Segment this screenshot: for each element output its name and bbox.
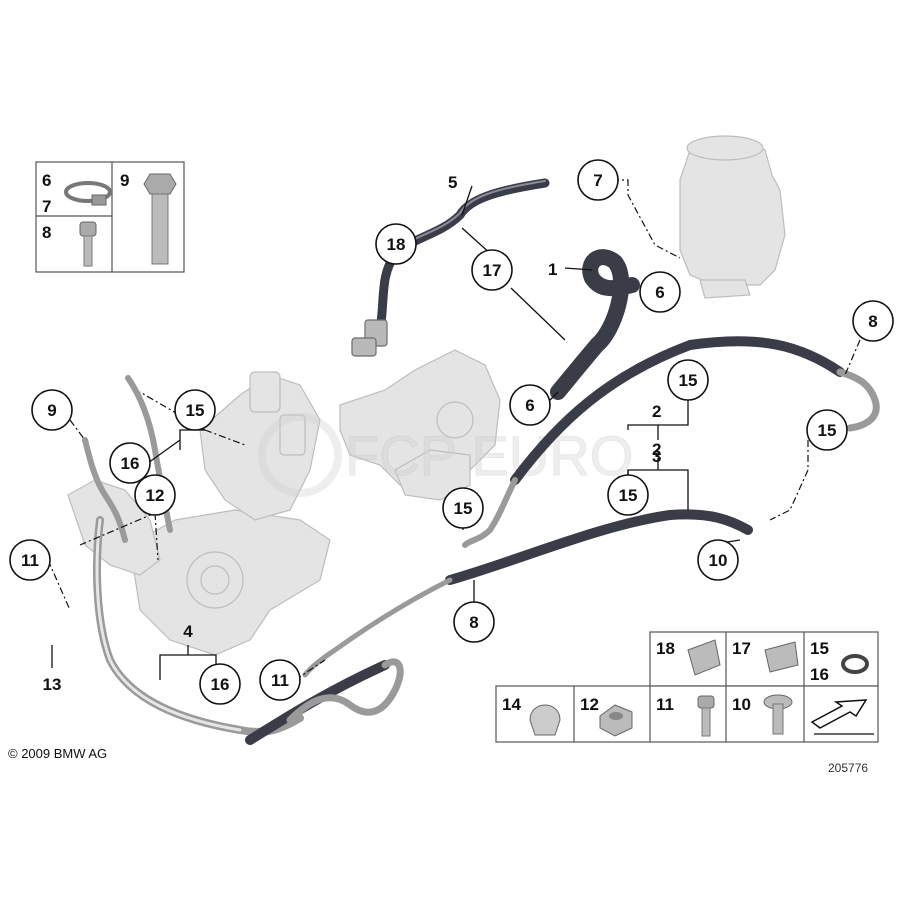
- nut-12-icon: [599, 704, 633, 737]
- callout-16b: 16: [199, 663, 241, 705]
- diagram-number: 205776: [828, 761, 868, 775]
- callout-17: 17: [471, 249, 513, 291]
- inset-fittings-bottom: 18 17 15 16 14 12 11 10: [495, 631, 879, 743]
- watermark: FCP EURO: [258, 413, 634, 497]
- direction-arrow-icon: [810, 699, 874, 735]
- power-steering-pump-illustration: [339, 349, 501, 501]
- hose-clamp-icon: [64, 181, 112, 206]
- hex-bolt-icon: [143, 173, 177, 265]
- callouts: 5 7 18 17 1 6 6 15 2 3 8 15 15 15 10 8: [9, 159, 894, 705]
- callout-6a: 6: [639, 271, 681, 313]
- svg-text:11: 11: [21, 551, 39, 570]
- callout-13: 13: [43, 675, 62, 694]
- callout-8a: 8: [852, 300, 894, 342]
- svg-text:17: 17: [483, 261, 502, 280]
- svg-text:15: 15: [818, 421, 837, 440]
- svg-text:16: 16: [121, 454, 140, 473]
- svg-text:18: 18: [387, 235, 406, 254]
- callout-12: 12: [134, 474, 176, 516]
- inset-label-10: 10: [732, 695, 751, 714]
- svg-text:2: 2: [652, 440, 661, 459]
- svg-text:7: 7: [593, 171, 602, 190]
- svg-text:9: 9: [47, 401, 56, 420]
- callout-10: 10: [697, 539, 739, 581]
- svg-text:10: 10: [709, 551, 728, 570]
- callout-1: 1: [548, 260, 557, 279]
- screw-11-icon: [697, 695, 715, 737]
- callout-15c: 15: [607, 474, 649, 516]
- callout-18: 18: [375, 223, 417, 265]
- svg-text:15: 15: [679, 371, 698, 390]
- inset-label-11: 11: [656, 695, 674, 714]
- inset-fasteners-topleft: 6 7 8 9: [35, 161, 185, 273]
- svg-text:1: 1: [548, 260, 557, 279]
- svg-text:13: 13: [43, 675, 62, 694]
- svg-text:6: 6: [525, 396, 534, 415]
- svg-text:8: 8: [469, 613, 478, 632]
- inset-label-14: 14: [502, 695, 521, 714]
- fluid-reservoir-illustration: [679, 135, 786, 299]
- screw-10-icon: [763, 694, 793, 735]
- clip-18-icon: [687, 639, 721, 676]
- callout-2-label: 2: [652, 402, 661, 421]
- callout-15a: 15: [667, 359, 709, 401]
- clip-14-icon: [529, 704, 561, 736]
- callout-11b: 11: [259, 659, 301, 701]
- inset-label-17: 17: [732, 639, 751, 658]
- callout-16a: 16: [109, 442, 151, 484]
- steering-rack-illustration: [67, 371, 331, 656]
- svg-text:4: 4: [183, 622, 193, 641]
- svg-text:12: 12: [146, 486, 165, 505]
- svg-text:15: 15: [619, 486, 638, 505]
- watermark-text: FCP EURO: [345, 424, 633, 487]
- inset-label-7: 7: [42, 197, 51, 216]
- svg-text:15: 15: [186, 401, 205, 420]
- callout-7: 7: [577, 159, 619, 201]
- cap-screw-icon: [79, 221, 97, 267]
- callout-15e: 15: [174, 389, 216, 431]
- svg-text:15: 15: [454, 499, 473, 518]
- callout-8b: 8: [453, 601, 495, 643]
- inset-label-18: 18: [656, 639, 675, 658]
- svg-text:8: 8: [868, 312, 877, 331]
- inset-label-8: 8: [42, 223, 51, 242]
- o-ring-icon: [841, 654, 869, 674]
- inset-label-16: 16: [810, 665, 829, 684]
- clip-17-icon: [764, 641, 799, 673]
- inset-label-15: 15: [810, 639, 829, 658]
- inset-label-6: 6: [42, 171, 51, 190]
- callout-11a: 11: [9, 539, 51, 581]
- callout-6b: 6: [509, 384, 551, 426]
- hoses-and-pipes: [82, 178, 880, 745]
- callout-5: 5: [448, 173, 457, 192]
- inset-label-12: 12: [580, 695, 599, 714]
- callout-9: 9: [31, 389, 73, 431]
- svg-text:5: 5: [448, 173, 457, 192]
- inset-label-9: 9: [120, 171, 129, 190]
- callout-4: 4: [183, 622, 193, 641]
- copyright-text: © 2009 BMW AG: [8, 746, 107, 761]
- svg-text:11: 11: [271, 671, 289, 690]
- svg-text:6: 6: [655, 283, 664, 302]
- callout-15d: 15: [442, 487, 484, 529]
- svg-text:16: 16: [211, 675, 230, 694]
- callout-3-label: 3: [652, 447, 661, 466]
- callout-15b: 15: [806, 409, 848, 451]
- callout-2: 2: [652, 440, 661, 459]
